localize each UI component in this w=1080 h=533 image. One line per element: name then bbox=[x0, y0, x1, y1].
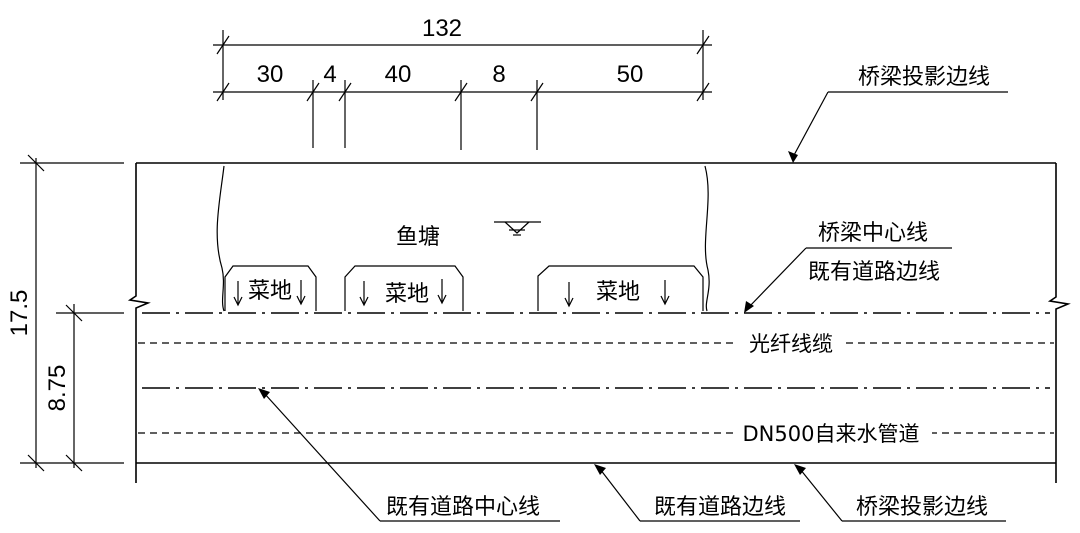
label-existing-road-centerline: 既有道路中心线 bbox=[386, 495, 540, 520]
water-level-icon bbox=[494, 221, 541, 236]
dimension-total-width: 132 bbox=[422, 15, 462, 42]
left-dimension-chain: 17.5 8.75 bbox=[6, 154, 124, 472]
label-bridge-projection-top: 桥梁投影边线 bbox=[858, 65, 990, 90]
dimension-segment-5: 50 bbox=[617, 61, 644, 88]
label-water-pipe: DN500自来水管道 bbox=[743, 422, 920, 446]
down-arrow-icon bbox=[233, 281, 243, 307]
right-break-line bbox=[1047, 163, 1071, 483]
label-existing-road-edge-top: 既有道路边线 bbox=[808, 260, 940, 285]
fish-pond-right-boundary bbox=[704, 165, 710, 312]
vegetable-plot-label: 菜地 bbox=[385, 282, 429, 307]
label-fiber-cable: 光纤线缆 bbox=[749, 332, 833, 356]
callout-bridge-projection-bottom: 桥梁投影边线 bbox=[794, 464, 1006, 522]
label-bridge-projection-bottom: 桥梁投影边线 bbox=[856, 495, 988, 520]
callout-existing-road-edge-bottom: 既有道路边线 bbox=[594, 464, 800, 522]
left-break-line bbox=[127, 163, 151, 483]
fish-pond-left-boundary bbox=[216, 165, 225, 312]
fish-pond-label: 鱼塘 bbox=[396, 225, 440, 250]
label-bridge-centerline: 桥梁中心线 bbox=[818, 221, 928, 246]
callout-existing-road-centerline: 既有道路中心线 bbox=[258, 388, 560, 522]
dimension-segment-2: 4 bbox=[323, 61, 336, 88]
dimension-height-total: 17.5 bbox=[6, 290, 33, 337]
down-arrow-icon bbox=[359, 281, 369, 307]
vegetable-plot-label: 菜地 bbox=[596, 280, 640, 305]
dimension-segment-3: 40 bbox=[385, 61, 412, 88]
vegetable-plot-3: 菜地 bbox=[537, 265, 704, 311]
down-arrow-icon bbox=[660, 280, 670, 306]
callout-bridge-projection-top: 桥梁投影边线 bbox=[788, 65, 1008, 163]
callout-bridge-centerline: 桥梁中心线 既有道路边线 bbox=[744, 221, 952, 313]
dimension-height-half: 8.75 bbox=[44, 365, 71, 412]
vegetable-plot-1: 菜地 bbox=[224, 265, 317, 311]
down-arrow-icon bbox=[564, 282, 574, 308]
down-arrow-icon bbox=[437, 279, 447, 305]
down-arrow-icon bbox=[296, 280, 306, 306]
vegetable-plot-2: 菜地 bbox=[344, 265, 464, 311]
vegetable-plot-label: 菜地 bbox=[248, 279, 292, 304]
dimension-segment-1: 30 bbox=[257, 61, 284, 88]
dimension-segment-4: 8 bbox=[492, 61, 505, 88]
label-existing-road-edge-bottom: 既有道路边线 bbox=[654, 495, 786, 520]
top-dimension-chain: 132 30 4 40 8 50 bbox=[213, 15, 712, 150]
